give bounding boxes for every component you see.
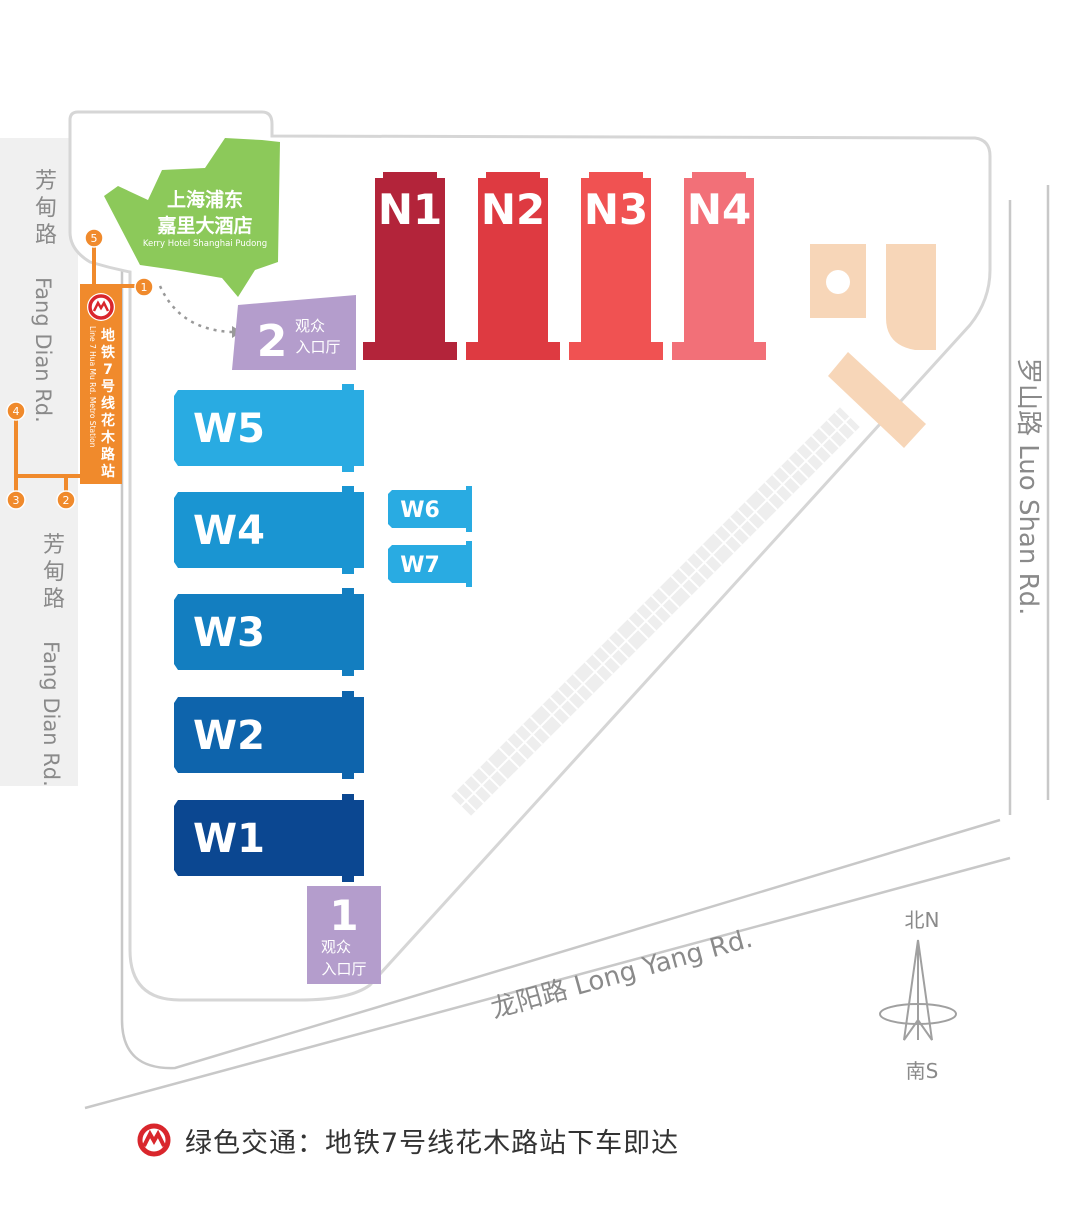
compass-south-label: 南S <box>906 1059 939 1083</box>
parking-area <box>451 407 860 816</box>
compass-north-label: 北N <box>905 908 940 932</box>
metro-station-char: 花 <box>101 412 115 429</box>
hall-w3[interactable]: W3 <box>174 588 364 676</box>
metro-exit-4[interactable]: 4 <box>6 401 26 421</box>
building-round-icon <box>826 270 850 294</box>
footer-transit-text: 绿色交通：地铁7号线花木路站下车即达 <box>185 1127 680 1159</box>
metro-station-en: Line 7 Hua Mu Rd. Metro Station <box>88 326 97 448</box>
parking-row <box>752 407 860 515</box>
entrance-1-line2: 入口厅 <box>321 960 366 978</box>
metro-logo-icon <box>137 1123 171 1157</box>
hall-w1[interactable]: W1 <box>174 794 364 882</box>
road-label-en: Fang Dian Rd. <box>31 277 55 423</box>
hall-w4[interactable]: W4 <box>174 486 364 574</box>
road-lines <box>84 185 1050 1110</box>
hall-label: N2 <box>481 185 545 234</box>
compass-ring-icon <box>879 1003 957 1025</box>
north-halls: N1 N2 N3 N4 <box>363 172 766 360</box>
metro-logo-m-icon <box>92 300 110 312</box>
hall-n3[interactable]: N3 <box>569 172 663 360</box>
hotel-name-line1: 上海浦东 <box>167 188 243 211</box>
hall-w6[interactable]: W6 <box>388 486 472 532</box>
metro-station-char: 号 <box>101 379 115 395</box>
road-char: 甸 <box>35 196 57 221</box>
entrance-1-hall[interactable] <box>307 886 381 984</box>
hall-label: N1 <box>378 185 442 234</box>
road-char: 芳 <box>43 533 65 558</box>
entrance-2-number: 2 <box>257 316 288 367</box>
hall-label: W1 <box>193 816 265 862</box>
road-char: 芳 <box>35 169 57 194</box>
hall-label: W3 <box>193 610 265 656</box>
hall-w2[interactable]: W2 <box>174 691 364 779</box>
hall-label: W2 <box>193 713 265 759</box>
kerry-hotel-shape <box>104 138 280 297</box>
hotel-name-line2: 嘉里大酒店 <box>156 214 252 237</box>
hotel-name-en: Kerry Hotel Shanghai Pudong <box>143 239 267 249</box>
metro-station-char: 站 <box>101 463 115 480</box>
metro-exit-number: 1 <box>141 281 148 294</box>
metro-station-char: 铁 <box>101 344 115 361</box>
fang-dian-road-label-bottom: 芳甸路 Fang Dian Rd. <box>39 533 65 787</box>
footer: 绿色交通：地铁7号线花木路站下车即达 <box>135 1118 679 1162</box>
metro-exit-number: 5 <box>91 232 98 245</box>
metro-logo-ring-icon <box>88 294 114 320</box>
road-char: 甸 <box>43 560 65 585</box>
hall-label: W5 <box>193 406 265 452</box>
office-buildings <box>810 244 936 448</box>
metro-exits: 1 2 3 4 5 <box>6 228 154 510</box>
metro-exit-number: 4 <box>13 405 20 418</box>
hall-label: W4 <box>193 508 265 554</box>
hall-label: W7 <box>400 553 440 578</box>
road-char: 路 <box>43 587 65 612</box>
entrance-1-number: 1 <box>329 891 358 940</box>
road-label-en: Fang Dian Rd. <box>39 641 63 787</box>
metro-station-char: 地 <box>101 327 115 344</box>
metro-station-cn: 地铁7号线花木路站 <box>100 327 116 480</box>
hall-label: N4 <box>687 185 751 234</box>
metro-station-char: 7 <box>103 362 113 378</box>
metro-exit-5[interactable]: 5 <box>84 228 104 248</box>
metro-station-char: 路 <box>101 446 116 463</box>
fang-dian-road-label-top: 芳甸路 Fang Dian Rd. <box>31 169 57 423</box>
fang-dian-road-band <box>0 138 78 786</box>
hall-n2[interactable]: N2 <box>466 172 560 360</box>
hall-n1[interactable]: N1 <box>363 172 457 360</box>
walking-route <box>158 285 233 334</box>
metro-station-char: 线 <box>101 395 115 412</box>
metro-exit-2[interactable]: 2 <box>56 490 76 510</box>
hall-label: W6 <box>400 498 440 523</box>
luo-shan-road-label: 罗山路 Luo Shan Rd. <box>1013 358 1043 615</box>
metro-exit-1[interactable]: 1 <box>134 277 154 297</box>
entrance-2-hall[interactable] <box>232 295 356 370</box>
metro-station-char: 木 <box>100 429 116 446</box>
metro-exit-3[interactable]: 3 <box>6 490 26 510</box>
long-yang-road-label: 龙阳路 Long Yang Rd. <box>488 924 756 1025</box>
compass: 北N 南S <box>879 908 957 1083</box>
entrance-2-line1: 观众 <box>295 317 325 335</box>
entrance-2-line2: 入口厅 <box>295 338 340 356</box>
hall-w5[interactable]: W5 <box>174 384 364 472</box>
hall-label: N3 <box>584 185 648 234</box>
hall-n4[interactable]: N4 <box>672 172 766 360</box>
metro-exit-number: 3 <box>13 494 20 507</box>
metro-exit-number: 2 <box>63 494 70 507</box>
hall-w7[interactable]: W7 <box>388 541 472 587</box>
road-char: 路 <box>35 223 57 248</box>
entrance-1-line1: 观众 <box>321 938 351 956</box>
